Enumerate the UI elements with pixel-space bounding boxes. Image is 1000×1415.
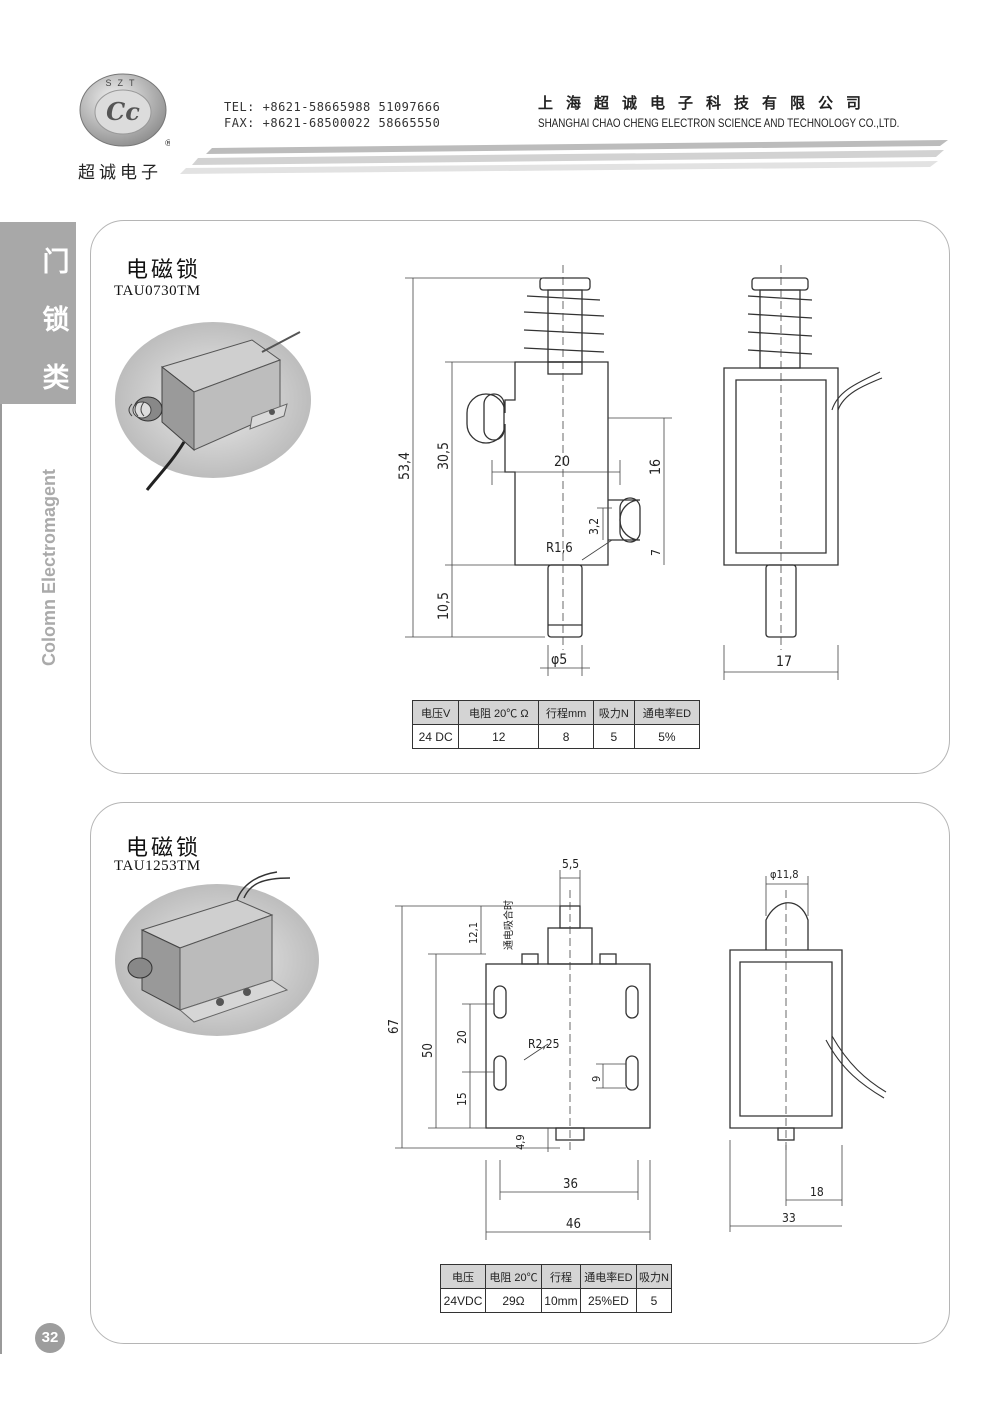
dim-plunger: 10,5	[436, 592, 452, 620]
category-char-2: 锁	[42, 305, 70, 336]
dim-bottom: 7	[649, 549, 663, 556]
page-number: 32	[35, 1323, 65, 1353]
product-panel-1	[90, 220, 950, 774]
spec-header-cell: 电阻 20℃ Ω	[458, 700, 540, 725]
dim-offset: 16	[648, 459, 664, 475]
dim-body-height: 50	[421, 1043, 436, 1058]
spec-header-cell: 行程	[540, 1264, 581, 1289]
contact-info: TEL: +8621-58665988 51097666 FAX: +8621-…	[224, 99, 440, 131]
tel-line: TEL: +8621-58665988 51097666	[224, 100, 441, 114]
product-2-model: TAU1253TM	[114, 858, 201, 874]
dim-side-width: 17	[776, 654, 792, 670]
dim-note: 通电吸合时	[502, 900, 515, 950]
dim-total-height: 53,4	[397, 452, 413, 480]
dim-width: 46	[566, 1217, 581, 1232]
fax-line: FAX: +8621-68500022 58665550	[224, 116, 441, 130]
dim-diameter-side: φ11,8	[770, 868, 799, 881]
dim-side-width: 33	[782, 1211, 796, 1225]
dim-upper: 12,1	[467, 922, 480, 944]
spec-value-cell: 24 DC	[411, 724, 460, 749]
spec-value-cell: 5%	[633, 724, 701, 749]
dim-inner-width: 36	[563, 1177, 578, 1192]
spec-header-cell: 吸力N	[635, 1264, 673, 1289]
spec-value-cell: 10mm	[540, 1288, 581, 1313]
spec-header-cell: 吸力N	[592, 700, 635, 725]
header-stripes	[180, 140, 948, 174]
dim-width: 20	[554, 454, 570, 470]
logo-chinese-name: 超诚电子	[78, 163, 162, 183]
product-2-title: 电磁锁	[126, 836, 202, 861]
logo-letters: SZT	[106, 78, 141, 88]
product-1-spec-table: 电压V 电阻 20℃ Ω 行程mm 吸力N 通电率ED 24 DC 12 8 5…	[411, 700, 701, 749]
category-tab: 门 锁 类	[0, 222, 76, 404]
dim-bottom: 4,9	[514, 1134, 527, 1150]
spec-header-row: 电压V 电阻 20℃ Ω 行程mm 吸力N 通电率ED	[411, 700, 701, 725]
spec-value-row: 24 DC 12 8 5 5%	[411, 724, 701, 749]
dim-diameter: φ5	[551, 652, 567, 668]
dim-mid: 20	[455, 1030, 469, 1044]
side-rule	[0, 404, 2, 1354]
spec-value-cell: 5	[635, 1288, 673, 1313]
spec-header-cell: 通电率ED	[633, 700, 701, 725]
dim-lower: 15	[455, 1092, 469, 1106]
spec-value-cell: 5	[592, 724, 635, 749]
spec-header-cell: 电阻 20℃	[485, 1264, 542, 1289]
product-1-photo	[115, 322, 311, 491]
dim-side-inner: 18	[810, 1185, 824, 1199]
spec-header-cell: 行程mm	[538, 700, 594, 725]
logo-mark: Cc	[106, 97, 140, 126]
category-char-3: 类	[42, 363, 70, 394]
category-char-1: 门	[42, 247, 70, 278]
spec-header-cell: 通电率ED	[579, 1264, 637, 1289]
spec-value-cell: 29Ω	[485, 1288, 542, 1313]
company-name-cn: 上海超诚电子科技有限公司	[538, 94, 875, 112]
dim-total-height: 67	[387, 1019, 402, 1034]
dim-slot: 9	[590, 1076, 603, 1082]
spec-header-cell: 电压	[439, 1264, 487, 1289]
dim-radius: R1,6	[546, 541, 573, 556]
dim-top: 5,5	[562, 857, 579, 871]
dim-radius: R2,25	[528, 1037, 560, 1051]
product-1-model: TAU0730TM	[114, 283, 201, 299]
spec-value-cell: 8	[538, 724, 594, 749]
spec-value-cell: 25%ED	[579, 1288, 637, 1313]
product-2-spec-table: 电压 电阻 20℃ 行程 通电率ED 吸力N 24VDC 29Ω 10mm 25…	[439, 1264, 673, 1313]
company-logo: Cc SZT ®	[79, 73, 170, 148]
spec-header-row: 电压 电阻 20℃ 行程 通电率ED 吸力N	[439, 1264, 673, 1289]
dim-body-height: 30,5	[436, 442, 452, 470]
dim-slot: 3,2	[587, 518, 601, 535]
spec-value-cell: 12	[458, 724, 540, 749]
spec-value-row: 24VDC 29Ω 10mm 25%ED 5	[439, 1288, 673, 1313]
company-name-en: SHANGHAI CHAO CHENG ELECTRON SCIENCE AND…	[538, 116, 900, 130]
svg-text:®: ®	[164, 139, 170, 148]
spec-value-cell: 24VDC	[439, 1288, 487, 1313]
product-1-title: 电磁锁	[126, 258, 202, 283]
product-2-photo	[115, 871, 319, 1036]
spec-header-cell: 电压V	[411, 700, 460, 725]
